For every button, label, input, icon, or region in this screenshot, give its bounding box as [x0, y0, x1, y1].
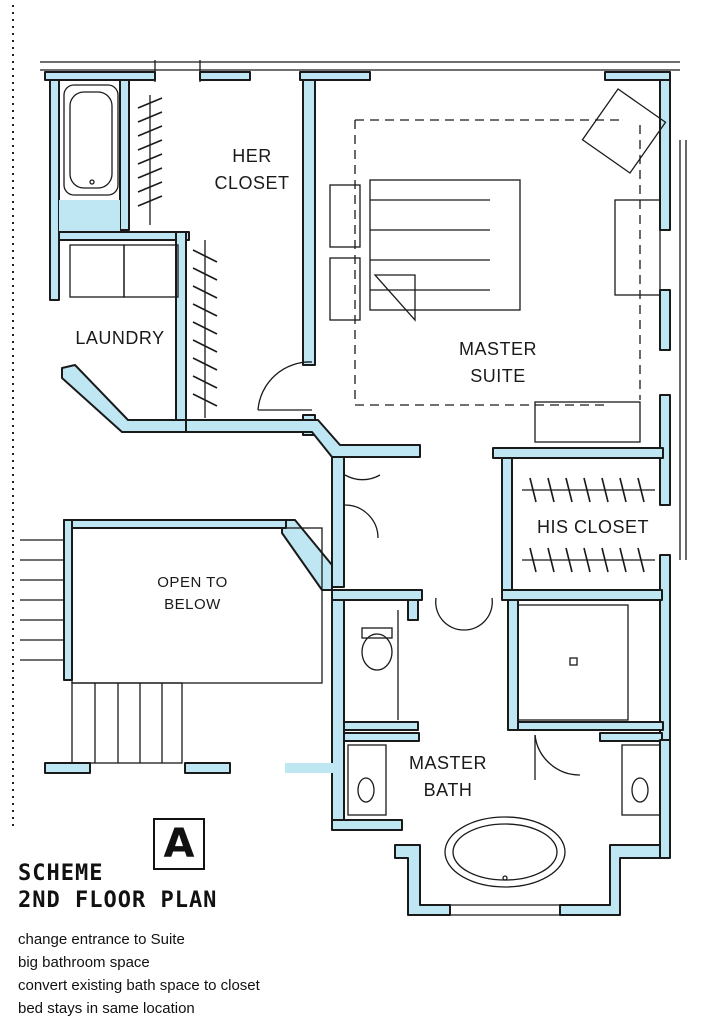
armchair — [581, 88, 667, 174]
wall-open-diag — [281, 519, 333, 591]
wall-bath-top-right — [599, 732, 663, 742]
wall-left-upper — [49, 79, 60, 301]
wall-bay-left — [394, 844, 451, 916]
wall-bath-left — [331, 819, 403, 831]
open-below-line1: OPEN TO — [157, 574, 228, 591]
nightstand-1 — [329, 184, 361, 248]
wall-laundry-diagonal — [61, 364, 187, 433]
wall-bath-top — [343, 732, 420, 742]
scheme-notes: change entrance to Suite big bathroom sp… — [18, 928, 260, 1020]
wall-hisclo-left — [501, 457, 513, 599]
label-her-closet: HER CLOSET — [212, 143, 292, 197]
label-his-closet: HIS CLOSET — [528, 514, 658, 541]
wall-top-right — [604, 71, 671, 81]
wall-bay-right — [559, 844, 661, 916]
wall-right-closet — [659, 554, 671, 746]
her-closet-line2: CLOSET — [214, 173, 290, 193]
wall-wc-left — [331, 599, 345, 821]
wall-bottom-left-1 — [44, 762, 91, 774]
wall-shower-left — [507, 599, 519, 731]
his-closet-text: HIS CLOSET — [536, 517, 650, 537]
dryer — [123, 244, 179, 298]
open-to-below-frame — [71, 527, 323, 684]
wall-master-left — [302, 79, 316, 366]
bench — [534, 401, 641, 443]
note-item: big bathroom space — [18, 954, 150, 971]
her-closet-line1: HER — [232, 146, 272, 166]
wall-bath-right — [659, 739, 671, 859]
wall-shower-bottom — [517, 721, 664, 731]
master-suite-line2: SUITE — [470, 366, 526, 386]
oval-tub — [444, 816, 566, 888]
wall-open-left — [63, 519, 73, 681]
wall-top-mid — [199, 71, 251, 81]
wall-hisclo-bottom — [501, 589, 663, 601]
shower — [517, 604, 629, 721]
dresser — [614, 199, 661, 296]
note-item: bed stays in same location — [18, 1000, 195, 1017]
wall-top-center — [299, 71, 371, 81]
label-open-to-below: OPEN TO BELOW — [140, 572, 245, 616]
wall-wc-top — [331, 589, 423, 601]
scheme-title-line2: 2nd Floor Plan — [18, 888, 218, 913]
wall-bottom-left-2 — [184, 762, 231, 774]
wall-corridor-top — [185, 419, 421, 458]
scheme-title-line1: Scheme — [18, 861, 104, 886]
scheme-badge: A — [153, 818, 205, 870]
bathtub — [63, 84, 119, 196]
bed — [369, 179, 521, 311]
master-bath-line1: MASTER — [408, 753, 487, 773]
wall-right-mid — [659, 289, 671, 351]
wall-hall-left — [331, 456, 345, 588]
note-item: convert existing bath space to closet — [18, 977, 260, 994]
label-master-suite: MASTER SUITE — [448, 336, 548, 390]
wall-tub-right — [119, 79, 130, 231]
vanity-right — [621, 744, 661, 816]
toilet-bowl — [361, 633, 393, 671]
nightstand-2 — [329, 257, 361, 321]
washer — [69, 244, 125, 298]
master-bath-line2: BATH — [423, 780, 473, 800]
vanity-left — [347, 744, 387, 816]
wall-wc-right — [407, 599, 419, 621]
wall-wc-bottom — [343, 721, 419, 731]
master-suite-line1: MASTER — [458, 339, 537, 359]
wall-right-upper — [659, 79, 671, 231]
scheme-badge-letter: A — [163, 821, 195, 867]
wall-hisclo-top — [492, 447, 664, 459]
label-master-bath: MASTER BATH — [398, 750, 498, 804]
open-below-line2: BELOW — [164, 596, 221, 613]
label-laundry: LAUNDRY — [70, 325, 170, 352]
toilet-tank — [361, 627, 393, 639]
wall-laundry-top — [58, 231, 190, 241]
laundry-text: LAUNDRY — [75, 328, 165, 348]
wall-top-left — [44, 71, 156, 81]
wall-bottom-left-3 — [285, 763, 335, 773]
wall-open-top — [63, 519, 287, 529]
stair — [71, 682, 183, 764]
note-item: change entrance to Suite — [18, 931, 185, 948]
scheme-title: Scheme 2nd Floor Plan — [18, 860, 217, 914]
